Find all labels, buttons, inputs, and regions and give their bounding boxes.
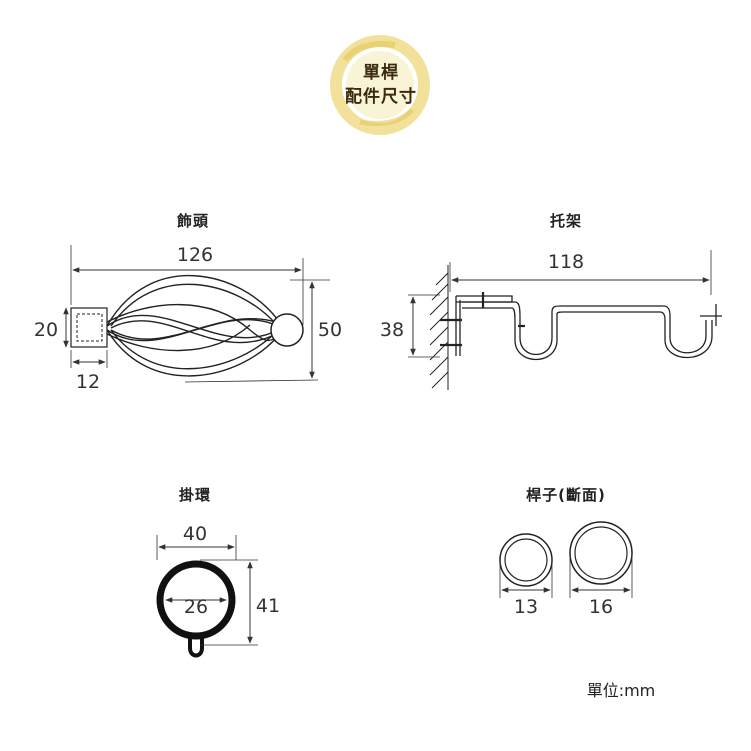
bracket-height-label: 38 bbox=[380, 319, 404, 341]
bracket-title: 托架 bbox=[550, 212, 582, 230]
finial-title: 飾頭 bbox=[177, 212, 209, 230]
rod-small-outer bbox=[499, 533, 553, 587]
finial-ball bbox=[270, 313, 304, 347]
header-seal: 單桿 配件尺寸 bbox=[330, 35, 430, 135]
seal-line-2: 配件尺寸 bbox=[345, 86, 417, 107]
finial-twist-cage bbox=[106, 275, 279, 377]
finial-socket-width-label: 12 bbox=[76, 371, 100, 393]
finial-socket-inner bbox=[76, 313, 103, 342]
finial-height-label: 50 bbox=[318, 319, 342, 341]
ring-section: 掛環 40 26 41 bbox=[156, 486, 280, 658]
bracket-screws bbox=[440, 292, 525, 347]
bracket-section: 托架 118 38 bbox=[380, 212, 722, 390]
seal-line-1: 單桿 bbox=[363, 62, 399, 83]
finial-socket-height-label: 20 bbox=[34, 319, 58, 341]
rod-small-label: 13 bbox=[514, 596, 538, 618]
finial-width-label: 126 bbox=[177, 244, 213, 266]
ring-outer-label: 40 bbox=[183, 523, 207, 545]
bracket-body bbox=[455, 295, 722, 361]
rod-small-inner bbox=[504, 538, 548, 582]
finial-section: 飾頭 126 50 20 12 bbox=[34, 212, 342, 393]
ring-inner-label: 26 bbox=[184, 596, 208, 618]
bracket-wall bbox=[429, 265, 449, 390]
rod-large-label: 16 bbox=[589, 596, 613, 618]
ring-height-label: 41 bbox=[256, 595, 280, 617]
bracket-width-label: 118 bbox=[548, 251, 584, 273]
ring-title: 掛環 bbox=[179, 486, 211, 504]
seal-stamp bbox=[330, 35, 430, 135]
rod-section: 桿子(斷面) 13 16 bbox=[499, 486, 633, 618]
rod-title: 桿子(斷面) bbox=[526, 486, 606, 504]
ring-eyelet bbox=[188, 634, 204, 658]
rod-large-inner bbox=[574, 526, 628, 580]
ring-circle bbox=[156, 560, 236, 640]
unit-label: 單位:mm bbox=[587, 681, 656, 700]
finial-height-ext-bottom bbox=[184, 379, 319, 383]
rod-large-outer bbox=[569, 521, 633, 585]
